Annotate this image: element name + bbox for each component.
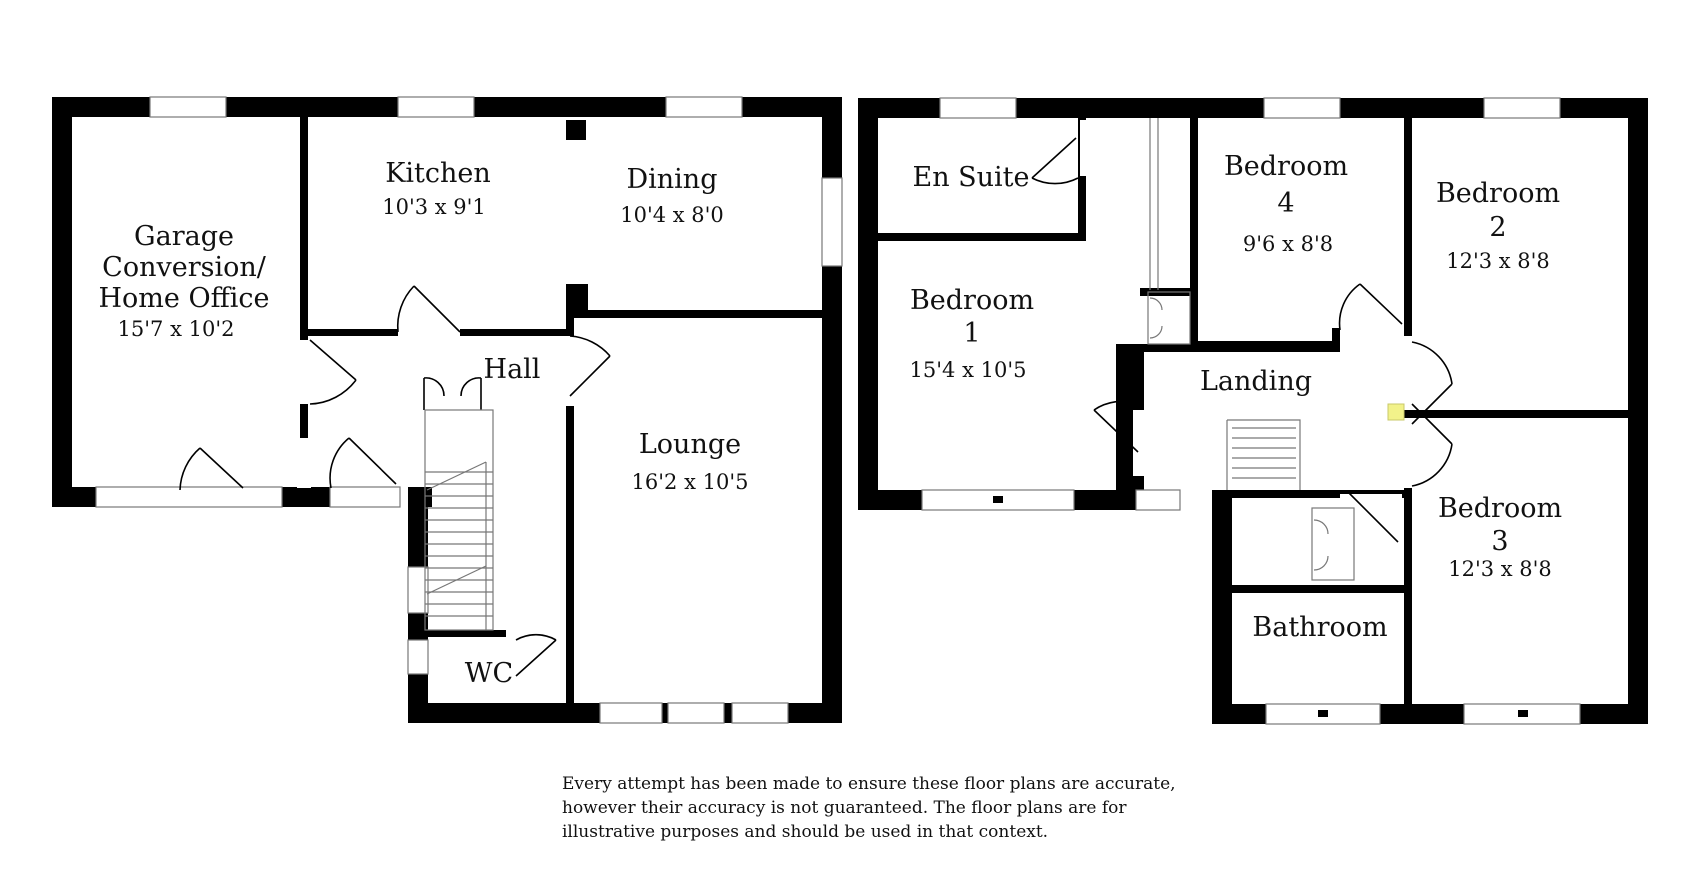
bedroom2-label-line-2: 2 <box>1489 212 1506 243</box>
bedroom1-dimensions: 15'4 x 10'5 <box>910 358 1027 382</box>
wc-label: WC <box>465 658 513 689</box>
hall-label: Hall <box>484 354 541 385</box>
disclaimer-line-2: however their accuracy is not guaranteed… <box>562 798 1127 818</box>
garage-label-line-1: Garage <box>134 221 234 252</box>
dining-label: Dining <box>627 164 718 195</box>
bedroom2-dimensions: 12'3 x 8'8 <box>1446 249 1550 273</box>
garage-label-line-3: Home Office <box>98 283 269 314</box>
bedroom4-label-line-2: 4 <box>1277 188 1294 219</box>
ground-floor-doors <box>179 285 611 677</box>
first-floor-door-openings <box>1080 120 1416 502</box>
garage-dimensions: 15'7 x 10'2 <box>118 317 235 341</box>
bedroom3-label-line-1: Bedroom <box>1438 493 1562 524</box>
lounge-label: Lounge <box>639 429 741 460</box>
bedroom3-dimensions: 12'3 x 8'8 <box>1448 557 1552 581</box>
bedroom2-label-line-1: Bedroom <box>1436 178 1560 209</box>
bedroom3-label-line-2: 3 <box>1491 526 1508 557</box>
bathroom-label: Bathroom <box>1252 612 1387 643</box>
kitchen-label: Kitchen <box>385 158 491 189</box>
bedroom4-label-line-1: Bedroom <box>1224 151 1348 182</box>
disclaimer-line-3: illustrative purposes and should be used… <box>562 822 1049 842</box>
en-suite-label: En Suite <box>912 162 1029 193</box>
lounge-dimensions: 16'2 x 10'5 <box>632 470 749 494</box>
first-floor-cupboards <box>1147 118 1355 581</box>
disclaimer-text: Every attempt has been made to ensure th… <box>562 772 1202 844</box>
dining-dimensions: 10'4 x 8'0 <box>620 203 724 227</box>
landing-label: Landing <box>1200 366 1312 397</box>
first-floor-window-catches <box>993 496 1528 717</box>
disclaimer-line-1: Every attempt has been made to ensure th… <box>562 774 1176 794</box>
first-floor-doors <box>1031 137 1453 543</box>
ground-floor-windows <box>95 96 843 724</box>
bedroom1-label-line-1: Bedroom <box>910 285 1034 316</box>
bedroom4-dimensions: 9'6 x 8'8 <box>1243 232 1333 256</box>
light-fitting-icon <box>1387 403 1405 421</box>
bedroom1-label-line-2: 1 <box>963 318 980 349</box>
ground-floor-staircase <box>424 409 494 631</box>
garage-label-line-2: Conversion/ <box>102 252 267 283</box>
kitchen-dimensions: 10'3 x 9'1 <box>382 195 486 219</box>
bedroom4-label: Bedroom 4 <box>1224 151 1348 219</box>
